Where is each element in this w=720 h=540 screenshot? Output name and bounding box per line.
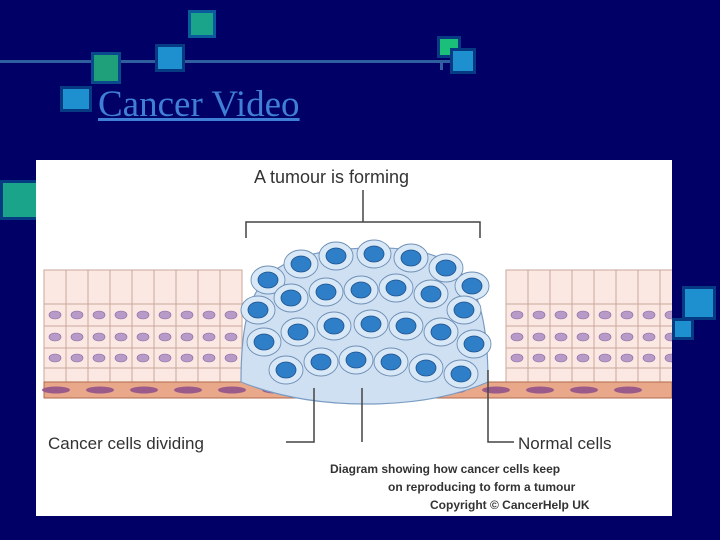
decorative-square (682, 286, 716, 320)
tumour-mass (240, 239, 492, 405)
decorative-square (60, 86, 92, 112)
decorative-square (91, 52, 121, 84)
caption-line-2: on reproducing to form a tumour (388, 480, 576, 494)
label-normal-cells: Normal cells (518, 434, 612, 453)
decorative-line (440, 60, 443, 70)
normal-cell-layer (43, 269, 672, 383)
decorative-square (155, 44, 185, 72)
decorative-square (188, 10, 216, 38)
cancer-video-link[interactable]: Cancer Video (98, 84, 300, 125)
tumour-diagram-svg: A tumour is forming Cancer cells dividin… (42, 167, 672, 512)
label-cancer-cells-dividing: Cancer cells dividing (48, 434, 204, 453)
copyright-text: Copyright © CancerHelp UK (430, 498, 590, 512)
decorative-square (450, 48, 476, 74)
decorative-square (0, 180, 40, 220)
tumour-diagram: A tumour is forming Cancer cells dividin… (36, 160, 672, 516)
caption-line-1: Diagram showing how cancer cells keep (330, 462, 560, 476)
decorative-square (672, 318, 694, 340)
diagram-heading: A tumour is forming (254, 167, 409, 187)
decorative-line (0, 60, 455, 63)
